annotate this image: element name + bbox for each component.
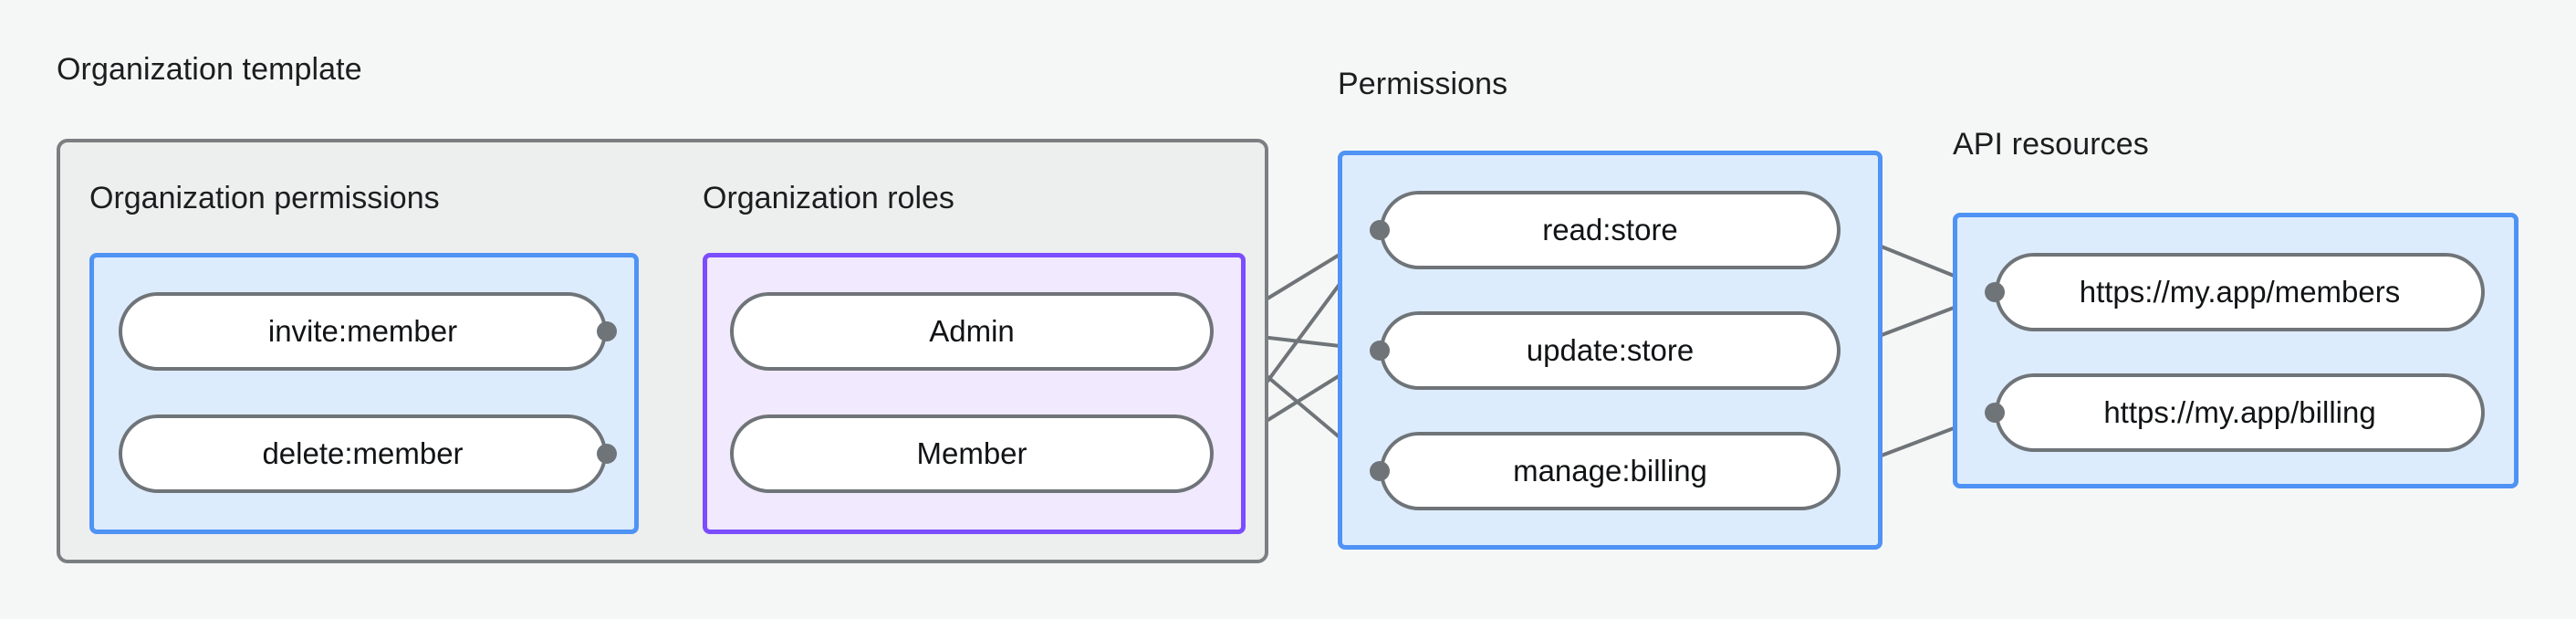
node-billing-url-label: https://my.app/billing [2103,395,2376,429]
connector-dot-invite-member [597,321,617,341]
label-organization-permissions: Organization permissions [89,181,440,215]
node-delete-member-label: delete:member [262,436,464,470]
node-admin[interactable]: Admin [730,292,1214,371]
node-read-store[interactable]: read:store [1380,191,1841,269]
node-admin-label: Admin [929,314,1015,348]
node-member[interactable]: Member [730,414,1214,493]
connector-dot-billing-url [1985,403,2005,423]
node-read-store-label: read:store [1542,213,1678,247]
node-update-store-label: update:store [1526,333,1695,367]
node-invite-member[interactable]: invite:member [119,292,607,371]
node-members-url-label: https://my.app/members [2079,275,2401,309]
label-organization-template: Organization template [57,52,362,87]
connector-dot-update-store-in [1370,341,1390,361]
connector-dot-delete-member [597,444,617,464]
label-organization-roles: Organization roles [703,181,954,215]
node-delete-member[interactable]: delete:member [119,414,607,493]
connector-dot-manage-billing-in [1370,461,1390,481]
node-member-label: Member [916,436,1027,470]
node-manage-billing[interactable]: manage:billing [1380,432,1841,510]
label-api-resources: API resources [1953,127,2149,162]
connector-dot-read-store-in [1370,220,1390,240]
node-billing-url[interactable]: https://my.app/billing [1995,373,2485,452]
node-members-url[interactable]: https://my.app/members [1995,253,2485,331]
node-invite-member-label: invite:member [267,314,458,348]
connector-dot-members-url [1985,282,2005,302]
node-manage-billing-label: manage:billing [1513,454,1707,488]
node-update-store[interactable]: update:store [1380,311,1841,390]
label-permissions: Permissions [1338,67,1508,101]
